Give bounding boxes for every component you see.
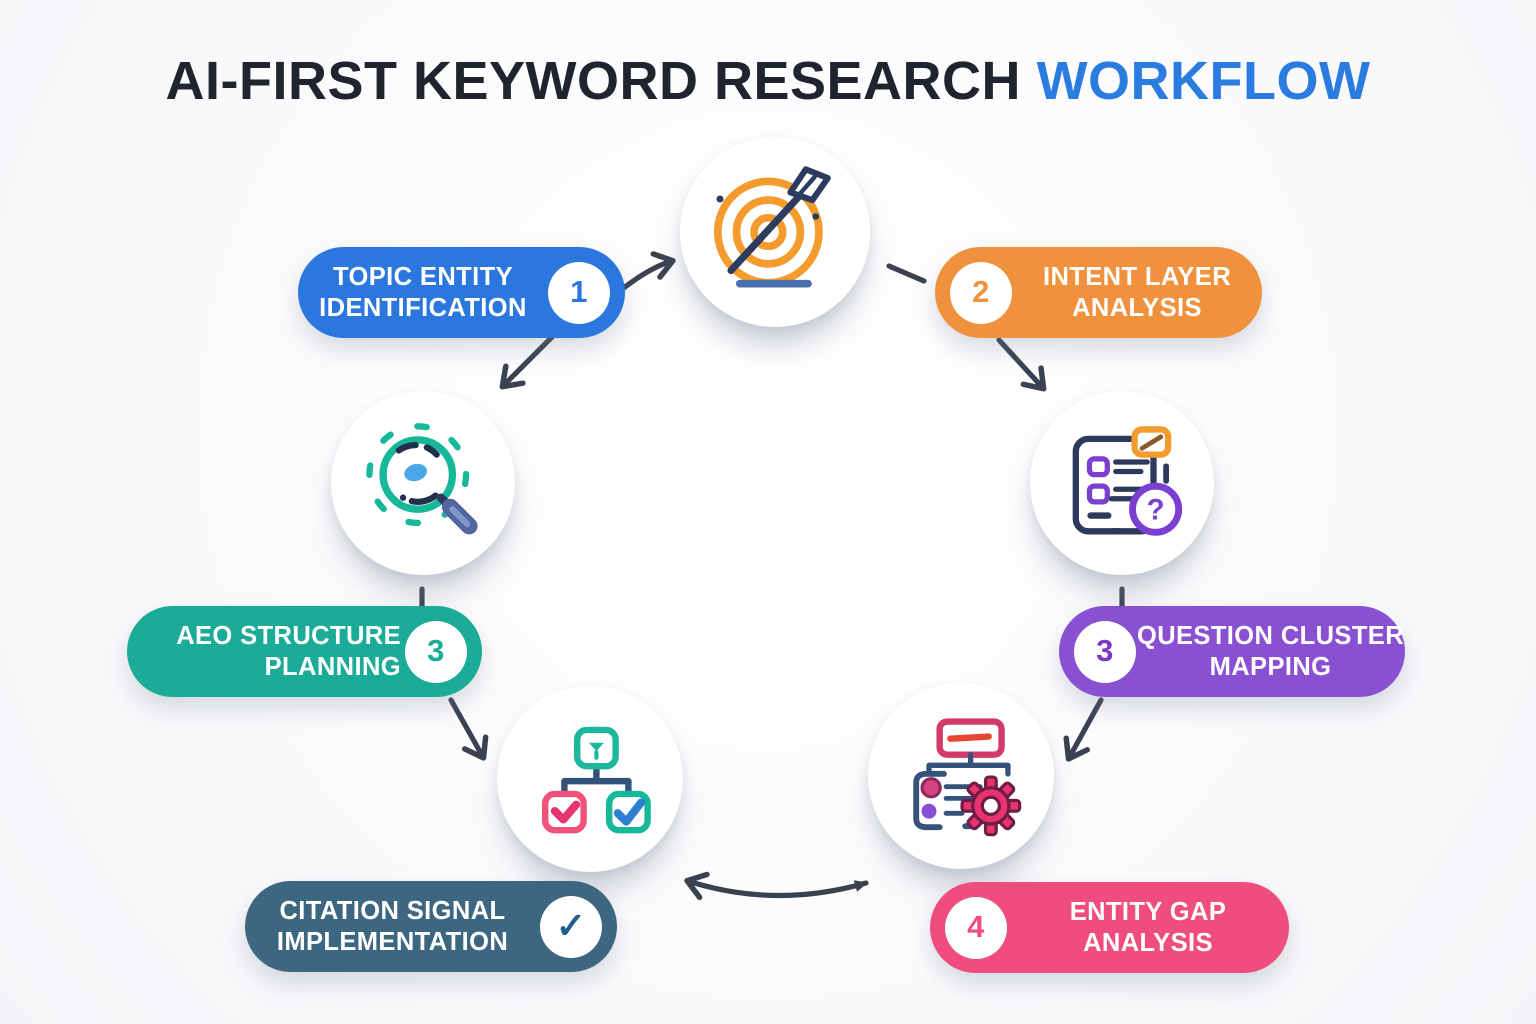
page-title-main: AI-FIRST KEYWORD RESEARCH bbox=[165, 51, 1022, 111]
step-label: TOPIC ENTITY IDENTIFICATION bbox=[319, 263, 527, 322]
hierarchy-checks-icon bbox=[542, 726, 651, 834]
node-checklist: ? bbox=[1030, 391, 1214, 575]
node-magnifier bbox=[331, 391, 515, 575]
node-hierarchy bbox=[497, 686, 683, 872]
step-pill-intent-layer-analysis: 2 INTENT LAYER ANALYSIS bbox=[935, 247, 1262, 338]
arrow-gear-to-tree bbox=[684, 871, 869, 901]
step-number-badge: 2 bbox=[950, 261, 1012, 324]
node-target bbox=[680, 137, 870, 327]
step-number-badge: 4 bbox=[945, 896, 1007, 959]
step-pill-aeo-structure-planning: AEO STRUCTURE PLANNING 3 bbox=[127, 606, 482, 697]
arrow-step3-to-gear bbox=[1063, 697, 1104, 762]
step-label: INTENT LAYER ANALYSIS bbox=[1042, 263, 1232, 322]
arrow-step2-to-checklist bbox=[996, 337, 1047, 392]
step-pill-citation-signal-implementation: CITATION SIGNAL IMPLEMENTATION ✓ bbox=[245, 881, 617, 972]
step-pill-topic-entity-identification: TOPIC ENTITY IDENTIFICATION 1 bbox=[298, 247, 625, 338]
step-label: QUESTION CLUSTER MAPPING bbox=[1136, 622, 1405, 681]
svg-text:?: ? bbox=[1147, 494, 1165, 527]
step-pill-question-cluster-mapping: 3 QUESTION CLUSTER MAPPING bbox=[1059, 606, 1405, 697]
checklist-question-icon: ? bbox=[1072, 426, 1183, 536]
step-number-badge: 3 bbox=[1074, 620, 1136, 683]
check-icon: ✓ bbox=[540, 895, 602, 958]
page-title: AI-FIRST KEYWORD RESEARCH WORKFLOW bbox=[0, 50, 1536, 112]
step-label: ENTITY GAP ANALYSIS bbox=[1069, 898, 1227, 957]
page-title-accent: WORKFLOW bbox=[1036, 51, 1371, 111]
arrow-step1-to-magnifier bbox=[499, 333, 556, 390]
node-flowchart-gear bbox=[868, 683, 1054, 869]
step-label: AEO STRUCTURE PLANNING bbox=[176, 622, 401, 681]
target-arrow-icon bbox=[713, 166, 831, 288]
step-label: CITATION SIGNAL IMPLEMENTATION bbox=[276, 897, 509, 956]
step-number-badge: 1 bbox=[548, 261, 610, 324]
search-scan-icon bbox=[366, 423, 478, 535]
step-number-badge: 3 bbox=[405, 620, 467, 683]
arrow-target-to-step2 bbox=[886, 263, 927, 284]
step-pill-entity-gap-analysis: 4 ENTITY GAP ANALYSIS bbox=[930, 882, 1289, 973]
flowchart-gear-icon bbox=[913, 718, 1022, 837]
arrow-step6-to-tree bbox=[448, 697, 489, 761]
